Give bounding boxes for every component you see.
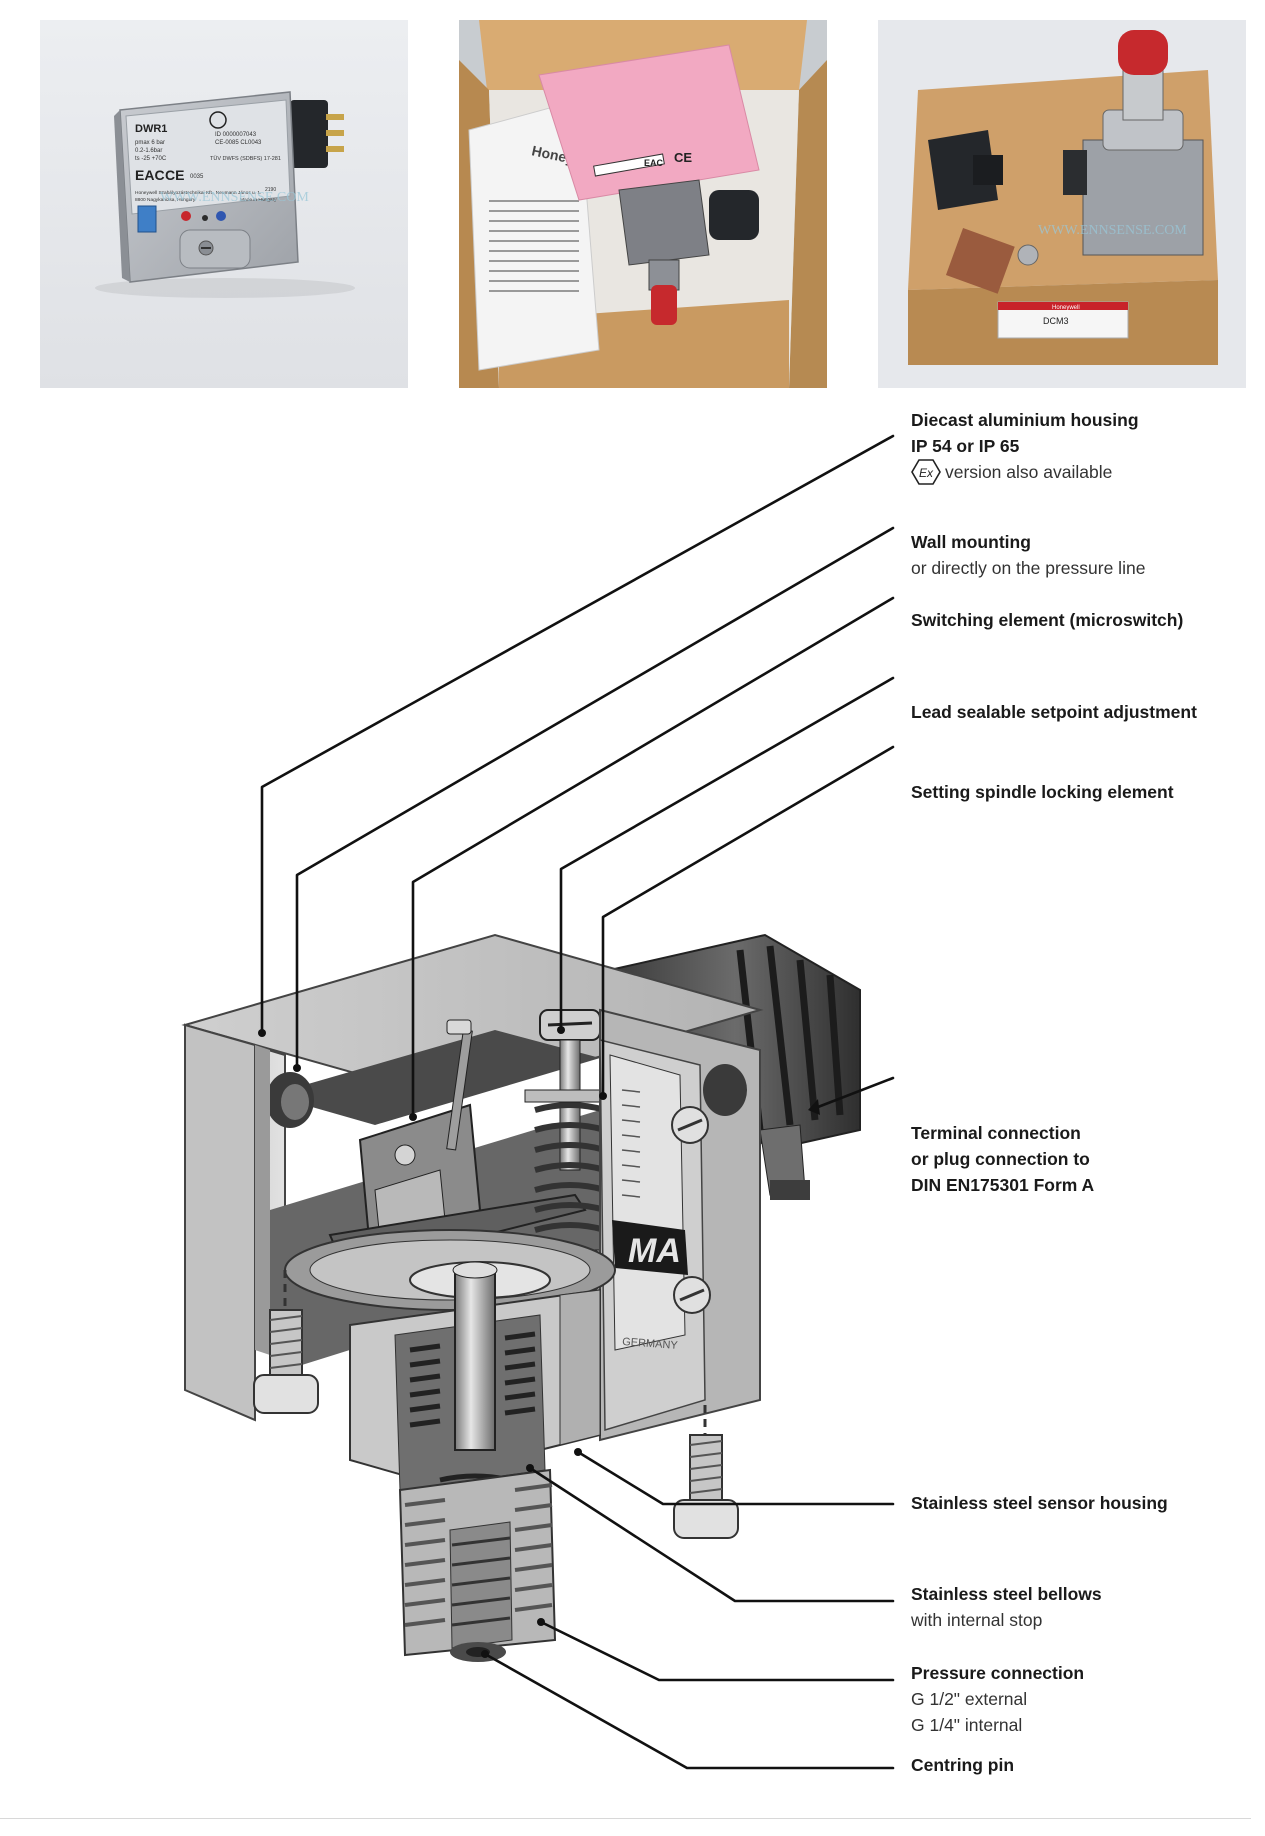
boxed-photo-art: Honeywell CE EAC [459, 20, 827, 388]
leader-housing [260, 434, 895, 1035]
svg-text:0035: 0035 [190, 174, 204, 180]
dcm3-photo-art: Honeywell DCM3 WWW.ENNSENSE.COM [878, 20, 1246, 388]
leader-pin [483, 1652, 895, 1770]
leader-spindle [601, 745, 895, 1098]
label-pin: Centring pin [911, 1755, 1015, 1775]
label-terminal: Terminal connection or plug connection t… [911, 1123, 1095, 1195]
svg-text:Honeywell Szabályozástechnikai: Honeywell Szabályozástechnikai Kft., Neu… [135, 190, 261, 196]
label-housing: Diecast aluminium housing IP 54 or IP 65… [911, 407, 1139, 485]
label-switch: Switching element (microswitch) [911, 610, 1184, 630]
scale-text: GERMANY [622, 1336, 679, 1352]
svg-text:EAC: EAC [644, 158, 664, 168]
svg-text:CE: CE [165, 167, 184, 183]
label-wall: Wall mounting or directly on the pressur… [911, 532, 1146, 578]
svg-text:CE-0085 CL0043: CE-0085 CL0043 [215, 140, 262, 146]
mounting-screws [253, 1270, 739, 1539]
svg-text:0.2-1.6bar: 0.2-1.6bar [135, 148, 162, 154]
leader-sensor [576, 1450, 895, 1506]
label-spindle: Setting spindle locking element [911, 782, 1174, 802]
cutaway-illustration: MA GERMANY [181, 434, 895, 1770]
svg-text:Honeywell: Honeywell [1052, 305, 1080, 311]
bottom-divider [0, 1818, 1251, 1819]
ex-icon: Ex [911, 459, 941, 485]
svg-text:WWW.ENNSENSE.COM: WWW.ENNSENSE.COM [160, 190, 309, 205]
leader-bellows [528, 1466, 895, 1603]
svg-text:8800 Nagykanizsa, Hungary: 8800 Nagykanizsa, Hungary [135, 197, 196, 203]
leader-switch [411, 596, 895, 1119]
cutaway-diagram: MA GERMANY [0, 390, 1265, 1831]
svg-text:Ex: Ex [919, 466, 934, 480]
svg-text:WWW.ENNSENSE.COM: WWW.ENNSENSE.COM [1038, 223, 1187, 238]
photo-dwr1: DWR1 pmax 6 bar 0.2-1.6bar ts -25 +70C I… [40, 20, 408, 388]
pressure-connection [398, 1468, 557, 1662]
svg-text:ID 0000007043: ID 0000007043 [215, 132, 257, 138]
svg-text:2190: 2190 [265, 187, 276, 193]
dwr1-photo-art: DWR1 pmax 6 bar 0.2-1.6bar ts -25 +70C I… [40, 20, 408, 388]
leader-pressure [539, 1620, 895, 1682]
leader-terminal [816, 1076, 895, 1109]
svg-text:TÜV DWFS (SDBFS) 17-281: TÜV DWFS (SDBFS) 17-281 [210, 155, 281, 162]
svg-text:pmax 6 bar: pmax 6 bar [135, 140, 165, 146]
dcm3-box-label: DCM3 [1043, 316, 1069, 326]
label-setpoint: Lead sealable setpoint adjustment [911, 702, 1197, 722]
leader-setpoint [559, 676, 895, 1032]
housing-logo-text: MA [628, 1232, 681, 1270]
svg-text:ts -25 +70C: ts -25 +70C [135, 156, 167, 162]
microswitch [358, 1019, 482, 1252]
svg-text:Made in Hungary: Made in Hungary [240, 197, 277, 203]
photo-dcm3: Honeywell DCM3 WWW.ENNSENSE.COM [878, 20, 1246, 388]
label-sensor: Stainless steel sensor housing [911, 1493, 1168, 1513]
leader-lines [258, 434, 895, 1770]
photo-boxed: Honeywell CE EAC [459, 20, 827, 388]
dwr1-model-text: DWR1 [135, 123, 167, 135]
sensor-housing [349, 1261, 601, 1528]
svg-text:CE: CE [674, 150, 692, 165]
svg-text:EAC: EAC [135, 167, 165, 183]
label-bellows: Stainless steel bellows with internal st… [911, 1584, 1102, 1630]
leader-wall [295, 526, 895, 1070]
label-pressure: Pressure connection G 1/2" external G 1/… [911, 1663, 1085, 1735]
